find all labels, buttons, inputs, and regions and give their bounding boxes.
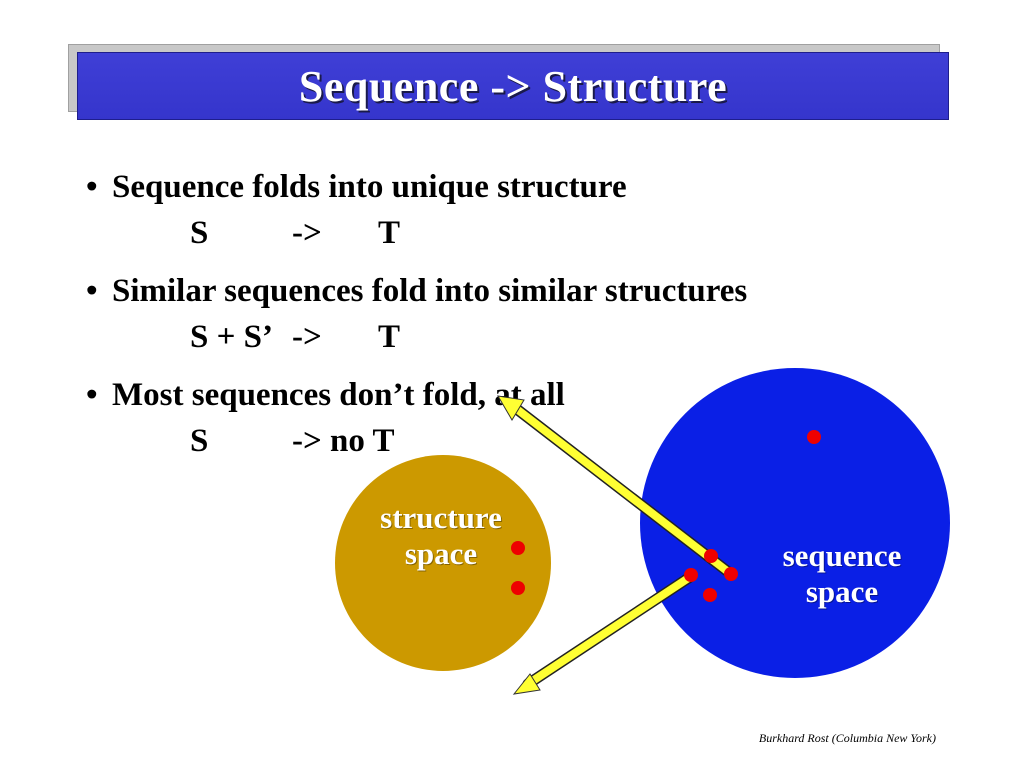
- formula-left: S: [190, 423, 209, 459]
- formula-arrow: -> no T: [292, 423, 395, 459]
- structure-point: [511, 581, 525, 595]
- formula-left: S + S’: [190, 319, 273, 355]
- arrow-down-icon: [512, 571, 696, 695]
- bullet-formula: S -> T: [86, 210, 946, 258]
- bullet-text: Similar sequences fold into similar stru…: [112, 273, 748, 309]
- formula-right: T: [378, 319, 401, 355]
- sequence-point: [703, 588, 717, 602]
- title-banner: Sequence -> Structure: [77, 52, 949, 120]
- sequence-point: [684, 568, 698, 582]
- sequence-space-label: sequence space: [782, 538, 902, 609]
- bullet-dot: •: [86, 169, 98, 205]
- formula-arrow: ->: [292, 319, 322, 355]
- structure-space-label: structure space: [380, 500, 502, 571]
- bullet-text: Most sequences don’t fold, at all: [112, 377, 565, 413]
- sequence-point: [704, 549, 718, 563]
- bullet-text: Sequence folds into unique structure: [112, 169, 627, 205]
- formula-right: T: [378, 215, 401, 251]
- bullet-dot: •: [86, 273, 98, 309]
- bullet-list: • Sequence folds into unique structure S …: [86, 164, 946, 476]
- formula-arrow: ->: [292, 215, 322, 251]
- formula-left: S: [190, 215, 209, 251]
- bullet-item: • Most sequences don’t fold, at all S -> …: [86, 372, 946, 466]
- bullet-formula: S -> no T: [86, 418, 946, 466]
- bullet-dot: •: [86, 377, 98, 413]
- slide-title: Sequence -> Structure: [298, 61, 728, 111]
- bullet-formula: S + S’ -> T: [86, 314, 946, 362]
- sequence-point: [724, 567, 738, 581]
- bullet-item: • Sequence folds into unique structure S …: [86, 164, 946, 258]
- footer-credit: Burkhard Rost (Columbia New York): [758, 731, 936, 745]
- bullet-item: • Similar sequences fold into similar str…: [86, 268, 946, 362]
